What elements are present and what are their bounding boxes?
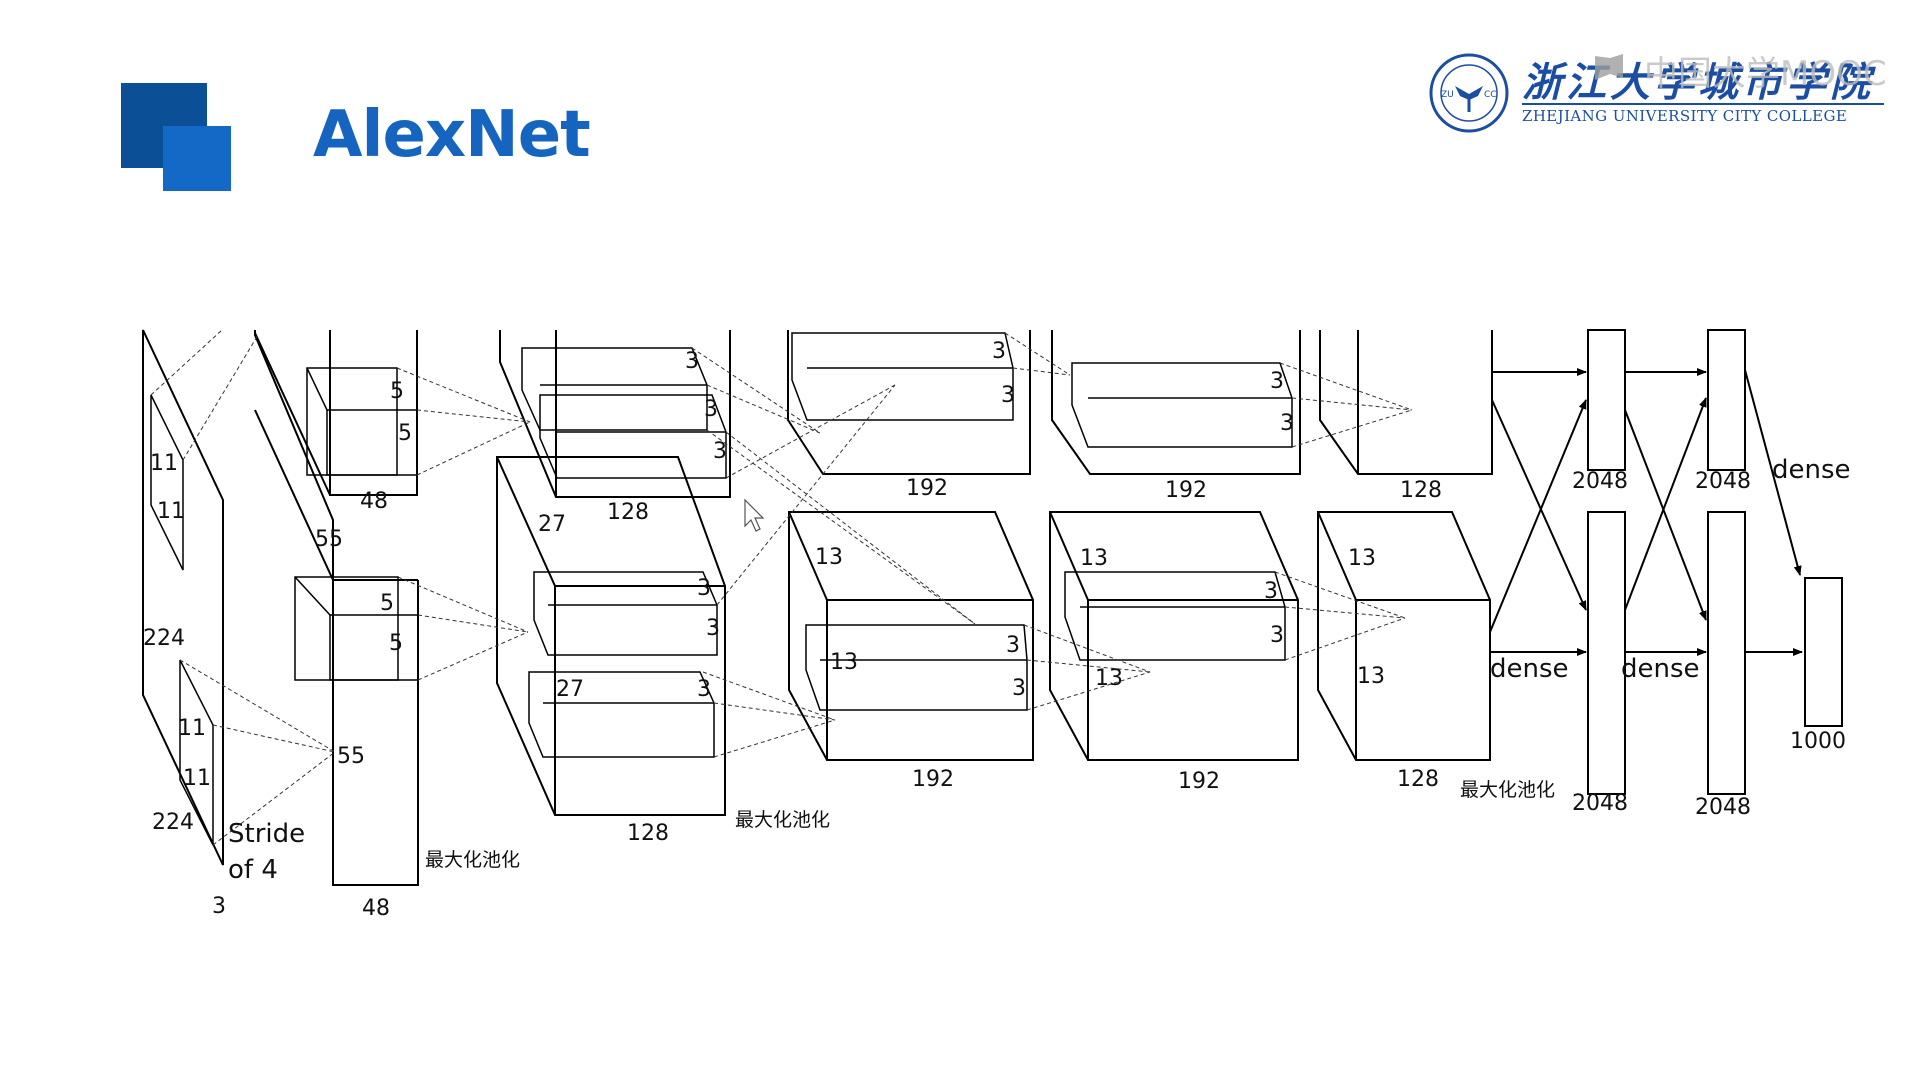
seal-text-left: ZU (1441, 90, 1454, 100)
stride-label-line2: of 4 (228, 855, 278, 885)
fc7-dense-label: dense (1621, 654, 1700, 684)
conv1-depth-top-label: 48 (360, 489, 388, 514)
conv3-kernel-label-3: 3 (1006, 633, 1020, 658)
input-height-label: 224 (143, 626, 185, 651)
conv2-kernel-label-5: 3 (706, 616, 720, 641)
title-decoration (121, 83, 231, 191)
conv4-kernel-label-4: 3 (1270, 623, 1284, 648)
logo-divider (1522, 103, 1884, 105)
conv2-size-a-label: 27 (538, 512, 566, 537)
fc8-size-label: 1000 (1790, 729, 1846, 754)
decoration-square-front (163, 126, 231, 191)
conv5-layer (1317, 330, 1493, 761)
conv1-layer (254, 330, 419, 886)
university-name-english: ZHEJIANG UNIVERSITY CITY COLLEGE (1522, 107, 1848, 125)
conv2-kernel-label-1: 3 (685, 349, 699, 374)
conv4-depth-bottom-label: 192 (1178, 769, 1220, 794)
input-kernel-w2-label: 11 (183, 766, 211, 791)
conv5-depth-bottom-label: 128 (1397, 767, 1439, 792)
dense-layers (1587, 329, 1843, 795)
university-name-chinese: 浙江大学城市学院 (1522, 59, 1874, 106)
conv1-kernel-label-3: 5 (380, 591, 394, 616)
fc8-dense-label: dense (1772, 455, 1851, 485)
conv2-kernel-label-6: 3 (697, 677, 711, 702)
conv3-depth-bottom-label: 192 (912, 767, 954, 792)
page-title: AlexNet (313, 98, 591, 172)
conv2-depth-top-label: 128 (607, 500, 649, 525)
fc7-size-bottom-label: 2048 (1695, 795, 1751, 820)
input-kernel-w-label: 11 (157, 499, 185, 524)
conv1-kernel-label-2: 5 (398, 421, 412, 446)
conv5-size-a-label: 13 (1348, 546, 1376, 571)
conv5-pool-label: 最大化池化 (1460, 779, 1555, 801)
conv3-size-b-label: 13 (830, 650, 858, 675)
conv2-size-b-label: 27 (556, 677, 584, 702)
mooc-watermark: 中国大学MOOC (1592, 46, 1892, 94)
conv5-depth-top-label: 128 (1400, 478, 1442, 503)
conv3-kernel-label-1: 3 (992, 339, 1006, 364)
conv3-depth-top-label: 192 (906, 476, 948, 501)
conv4-size-b-label: 13 (1095, 666, 1123, 691)
conv3-layer (787, 330, 1034, 761)
conv4-kernel-label-1: 3 (1270, 369, 1284, 394)
conv3-kernel-label-4: 3 (1012, 676, 1026, 701)
input-width-label: 224 (152, 810, 194, 835)
fc6-size-bottom-label: 2048 (1572, 791, 1628, 816)
conv4-depth-top-label: 192 (1165, 478, 1207, 503)
input-kernel-h-label: 11 (150, 451, 178, 476)
watermark-text: 中国大学MOOC (1644, 54, 1887, 94)
conv1-kernel-label-4: 5 (389, 631, 403, 656)
input-kernel-h2-label: 11 (178, 716, 206, 741)
conv2-layer (496, 330, 731, 816)
dense-connection-arrows (1489, 368, 1803, 656)
conv2-kernel-label-4: 3 (697, 576, 711, 601)
conv2-kernel-label-3: 3 (713, 439, 727, 464)
seal-text-right: CC (1484, 90, 1497, 100)
conv4-layer (1049, 330, 1301, 761)
conv1-kernel-label-1: 5 (390, 379, 404, 404)
conv5-size-b-label: 13 (1357, 664, 1385, 689)
fc6-dense-label: dense (1490, 654, 1569, 684)
conv3-kernel-label-2: 3 (1001, 383, 1015, 408)
conv2-depth-bottom-label: 128 (627, 821, 669, 846)
conv4-size-a-label: 13 (1080, 546, 1108, 571)
conv2-kernel-label-2: 3 (704, 397, 718, 422)
conv2-pool-label: 最大化池化 (735, 809, 830, 831)
conv1-depth-bottom-label: 48 (362, 896, 390, 921)
receptive-field-lines (150, 329, 1413, 846)
conv4-kernel-label-2: 3 (1280, 411, 1294, 436)
mouse-cursor-icon (744, 498, 765, 532)
conv3-size-a-label: 13 (815, 545, 843, 570)
stride-label-line1: Stride (228, 819, 305, 849)
fc7-size-top-label: 2048 (1695, 469, 1751, 494)
conv1-pool-label: 最大化池化 (425, 849, 520, 871)
conv1-size-a-label: 55 (315, 527, 343, 552)
input-depth-label: 3 (212, 894, 226, 919)
university-seal-logo: ZU CC (1429, 53, 1509, 133)
mooc-logo-icon (1595, 54, 1623, 80)
fc6-size-top-label: 2048 (1572, 469, 1628, 494)
conv4-kernel-label-3: 3 (1264, 579, 1278, 604)
conv1-size-b-label: 55 (337, 744, 365, 769)
